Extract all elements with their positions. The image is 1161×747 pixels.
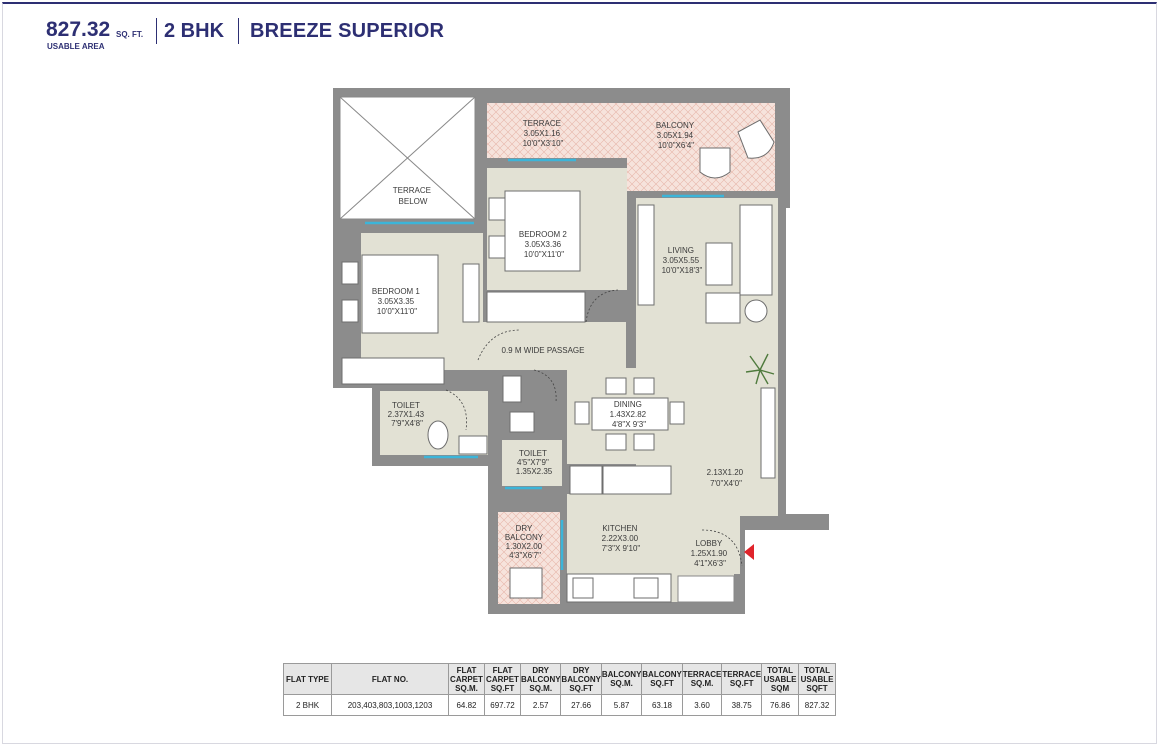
plant-icon (745, 353, 775, 385)
flat-type: 2 BHK (164, 20, 225, 42)
table-header-cell: FLAT NO. (331, 663, 449, 695)
tv-unit-icon (637, 204, 655, 306)
table-cell: 827.32 (798, 694, 837, 716)
toilet2-floor (502, 440, 562, 486)
table-cell: 5.87 (600, 694, 643, 716)
dining-chair-icon (669, 401, 685, 425)
table-header-cell: BALCONY SQ.M. (600, 663, 643, 695)
dining-chair-icon (633, 377, 655, 395)
table-cell: 203,403,803,1003,1203 (331, 694, 449, 716)
table-cell: 3.60 (681, 694, 723, 716)
table-cell: 38.75 (721, 694, 763, 716)
label-terrace-below: TERRACE BELOW (393, 186, 433, 206)
dining-chair-icon (574, 401, 590, 425)
usable-area-unit: SQ. FT. (116, 30, 144, 39)
vanity-icon (458, 435, 488, 455)
label-lobby: LOBBY 1.25X1.90 4'1"X6'3" (691, 539, 730, 568)
table-header-cell: FLAT CARPET SQ.FT (484, 663, 521, 695)
table-cell: 697.72 (484, 694, 521, 716)
header-divider (238, 18, 239, 44)
label-terrace: TERRACE 3.05X1.16 10'0"X3'10" (523, 119, 564, 148)
label-bedroom1: BEDROOM 1 3.05X3.35 10'0"X11'0" (372, 287, 422, 316)
lobby-store (677, 575, 735, 603)
room-labels: TERRACE 3.05X1.16 10'0"X3'10" BALCONY 3.… (372, 119, 746, 568)
console-icon (760, 387, 776, 479)
coffee-table-icon (705, 242, 733, 286)
wardrobe2-icon (486, 291, 586, 323)
door-swing (701, 529, 743, 567)
table-header-cell: DRY BALCONY SQ.M. (519, 663, 562, 695)
glazing (365, 158, 724, 570)
usable-area-value: 827.32 (46, 18, 111, 41)
fridge-icon (569, 465, 603, 495)
terrace-area (487, 103, 627, 158)
table-cell: 2.57 (519, 694, 562, 716)
balcony-chair-icon (737, 119, 775, 159)
label-kitchen: KITCHEN 2.22X3.00 7'3"X 9'10" (602, 524, 641, 553)
kitchen-counter-icon (602, 465, 672, 495)
table-header-cell: BALCONY SQ.FT (641, 663, 683, 695)
entry-arrow-icon (744, 544, 754, 560)
wash-basin-icon (502, 375, 522, 403)
sofa-icon (739, 204, 773, 296)
cooktop-icon (633, 577, 659, 599)
wardrobe1-icon (341, 357, 445, 385)
usable-area-label: USABLE AREA (47, 42, 105, 51)
table-header-cell: TOTAL USABLE SQM (761, 663, 800, 695)
area-table: FLAT TYPE FLAT NO. FLAT CARPET SQ.M. FLA… (283, 663, 837, 716)
bed1-icon (361, 254, 439, 334)
table-cell: 27.66 (560, 694, 602, 716)
table-header-cell: FLAT TYPE (283, 663, 332, 695)
table-header-cell: DRY BALCONY SQ.FT (560, 663, 602, 695)
floor-areas (339, 96, 778, 604)
table-header-cell: TOTAL USABLE SQFT (798, 663, 837, 695)
table-header-row: FLAT TYPE FLAT NO. FLAT CARPET SQ.M. FLA… (283, 663, 837, 695)
bed1-side-table-icon (341, 299, 359, 323)
washing-machine-icon (509, 567, 543, 599)
table-row: 2 BHK 203,403,803,1003,1203 64.82 697.72… (283, 694, 837, 716)
balcony-chair-icon (699, 147, 731, 179)
table-cell: 63.18 (641, 694, 683, 716)
door-swing (533, 369, 557, 403)
table-header-cell: TERRACE SQ.FT (721, 663, 763, 695)
label-bedroom2: BEDROOM 2 3.05X3.36 10'0"X11'0" (519, 230, 569, 259)
dining-chair-icon (605, 433, 627, 451)
dining-table-icon (591, 397, 669, 431)
table-header-cell: FLAT CARPET SQ.M. (448, 663, 485, 695)
table-header-cell: TERRACE SQ.M. (681, 663, 723, 695)
table-cell: 64.82 (448, 694, 485, 716)
label-dining: DINING 1.43X2.82 4'8"X 9'3" (610, 400, 649, 429)
furniture (341, 119, 776, 603)
label-toilet2: TOILET 4'5"X7'9" 1.35X2.35 (516, 449, 553, 476)
armchair-icon (705, 292, 741, 324)
table-cell: 76.86 (761, 694, 800, 716)
header-divider (156, 18, 157, 44)
table-cell: 2 BHK (283, 694, 332, 716)
floor-plan: TERRACE 3.05X1.16 10'0"X3'10" BALCONY 3.… (333, 88, 829, 614)
bed2-side-table-icon (488, 197, 506, 221)
label-balcony: BALCONY 3.05X1.94 10'0"X6'4" (656, 121, 696, 150)
label-passage: 0.9 M WIDE PASSAGE (502, 346, 585, 355)
dining-chair-icon (605, 377, 627, 395)
door-swings (445, 289, 743, 567)
desk1-icon (462, 263, 480, 323)
bed2-icon (504, 190, 581, 272)
wc-icon (427, 420, 449, 450)
terrace-below-diagonal (339, 96, 476, 220)
plan-title: BREEZE SUPERIOR (250, 20, 445, 42)
label-living: LIVING 3.05X5.55 10'0"X18'3" (662, 246, 703, 275)
bed1-side-table-icon (341, 261, 359, 285)
side-table-icon (744, 299, 768, 323)
door-swing (585, 289, 619, 323)
door-swing (477, 329, 521, 361)
label-toilet1: TOILET 2.37X1.43 7'9"X4'8" (388, 401, 427, 428)
dining-chair-icon (633, 433, 655, 451)
wc-icon (509, 411, 535, 433)
label-foyer: 2.13X1.20 7'0"X4'0" (707, 468, 746, 488)
label-dry-balcony: DRY BALCONY 1.30X2.00 4'3"X6'7" (505, 524, 545, 560)
bed2-side-table-icon (488, 235, 506, 259)
sink-icon (572, 577, 594, 599)
